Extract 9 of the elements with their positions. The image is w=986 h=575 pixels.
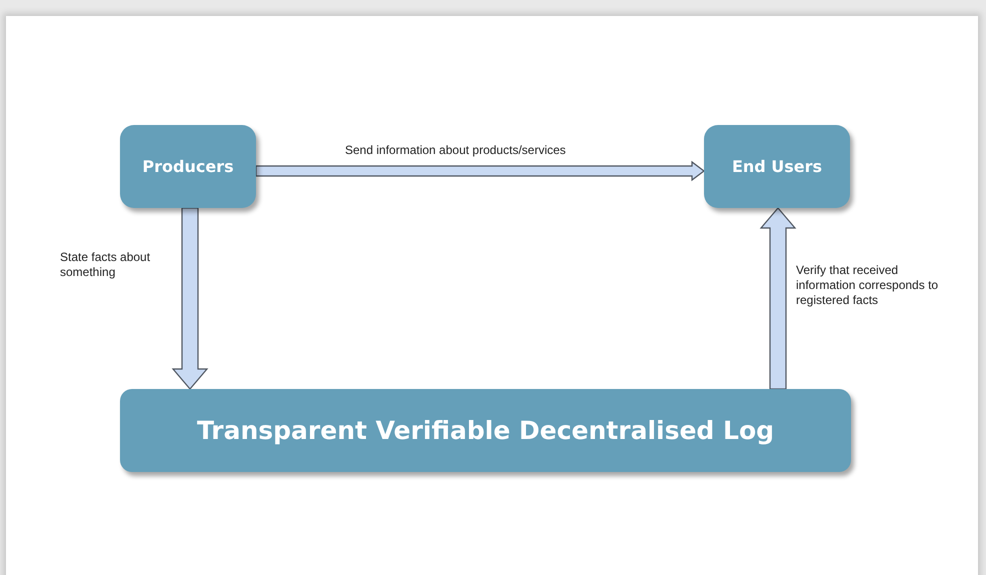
process-box xyxy=(120,125,256,208)
node-label: End Users xyxy=(732,157,822,176)
block-arrow xyxy=(760,207,796,390)
node-label: Producers xyxy=(142,157,234,176)
process-box xyxy=(704,125,850,208)
block-arrow xyxy=(172,207,208,390)
block-arrow xyxy=(255,160,705,182)
process-box xyxy=(120,389,851,472)
node-label: Transparent Verifiable Decentralised Log xyxy=(196,416,774,445)
